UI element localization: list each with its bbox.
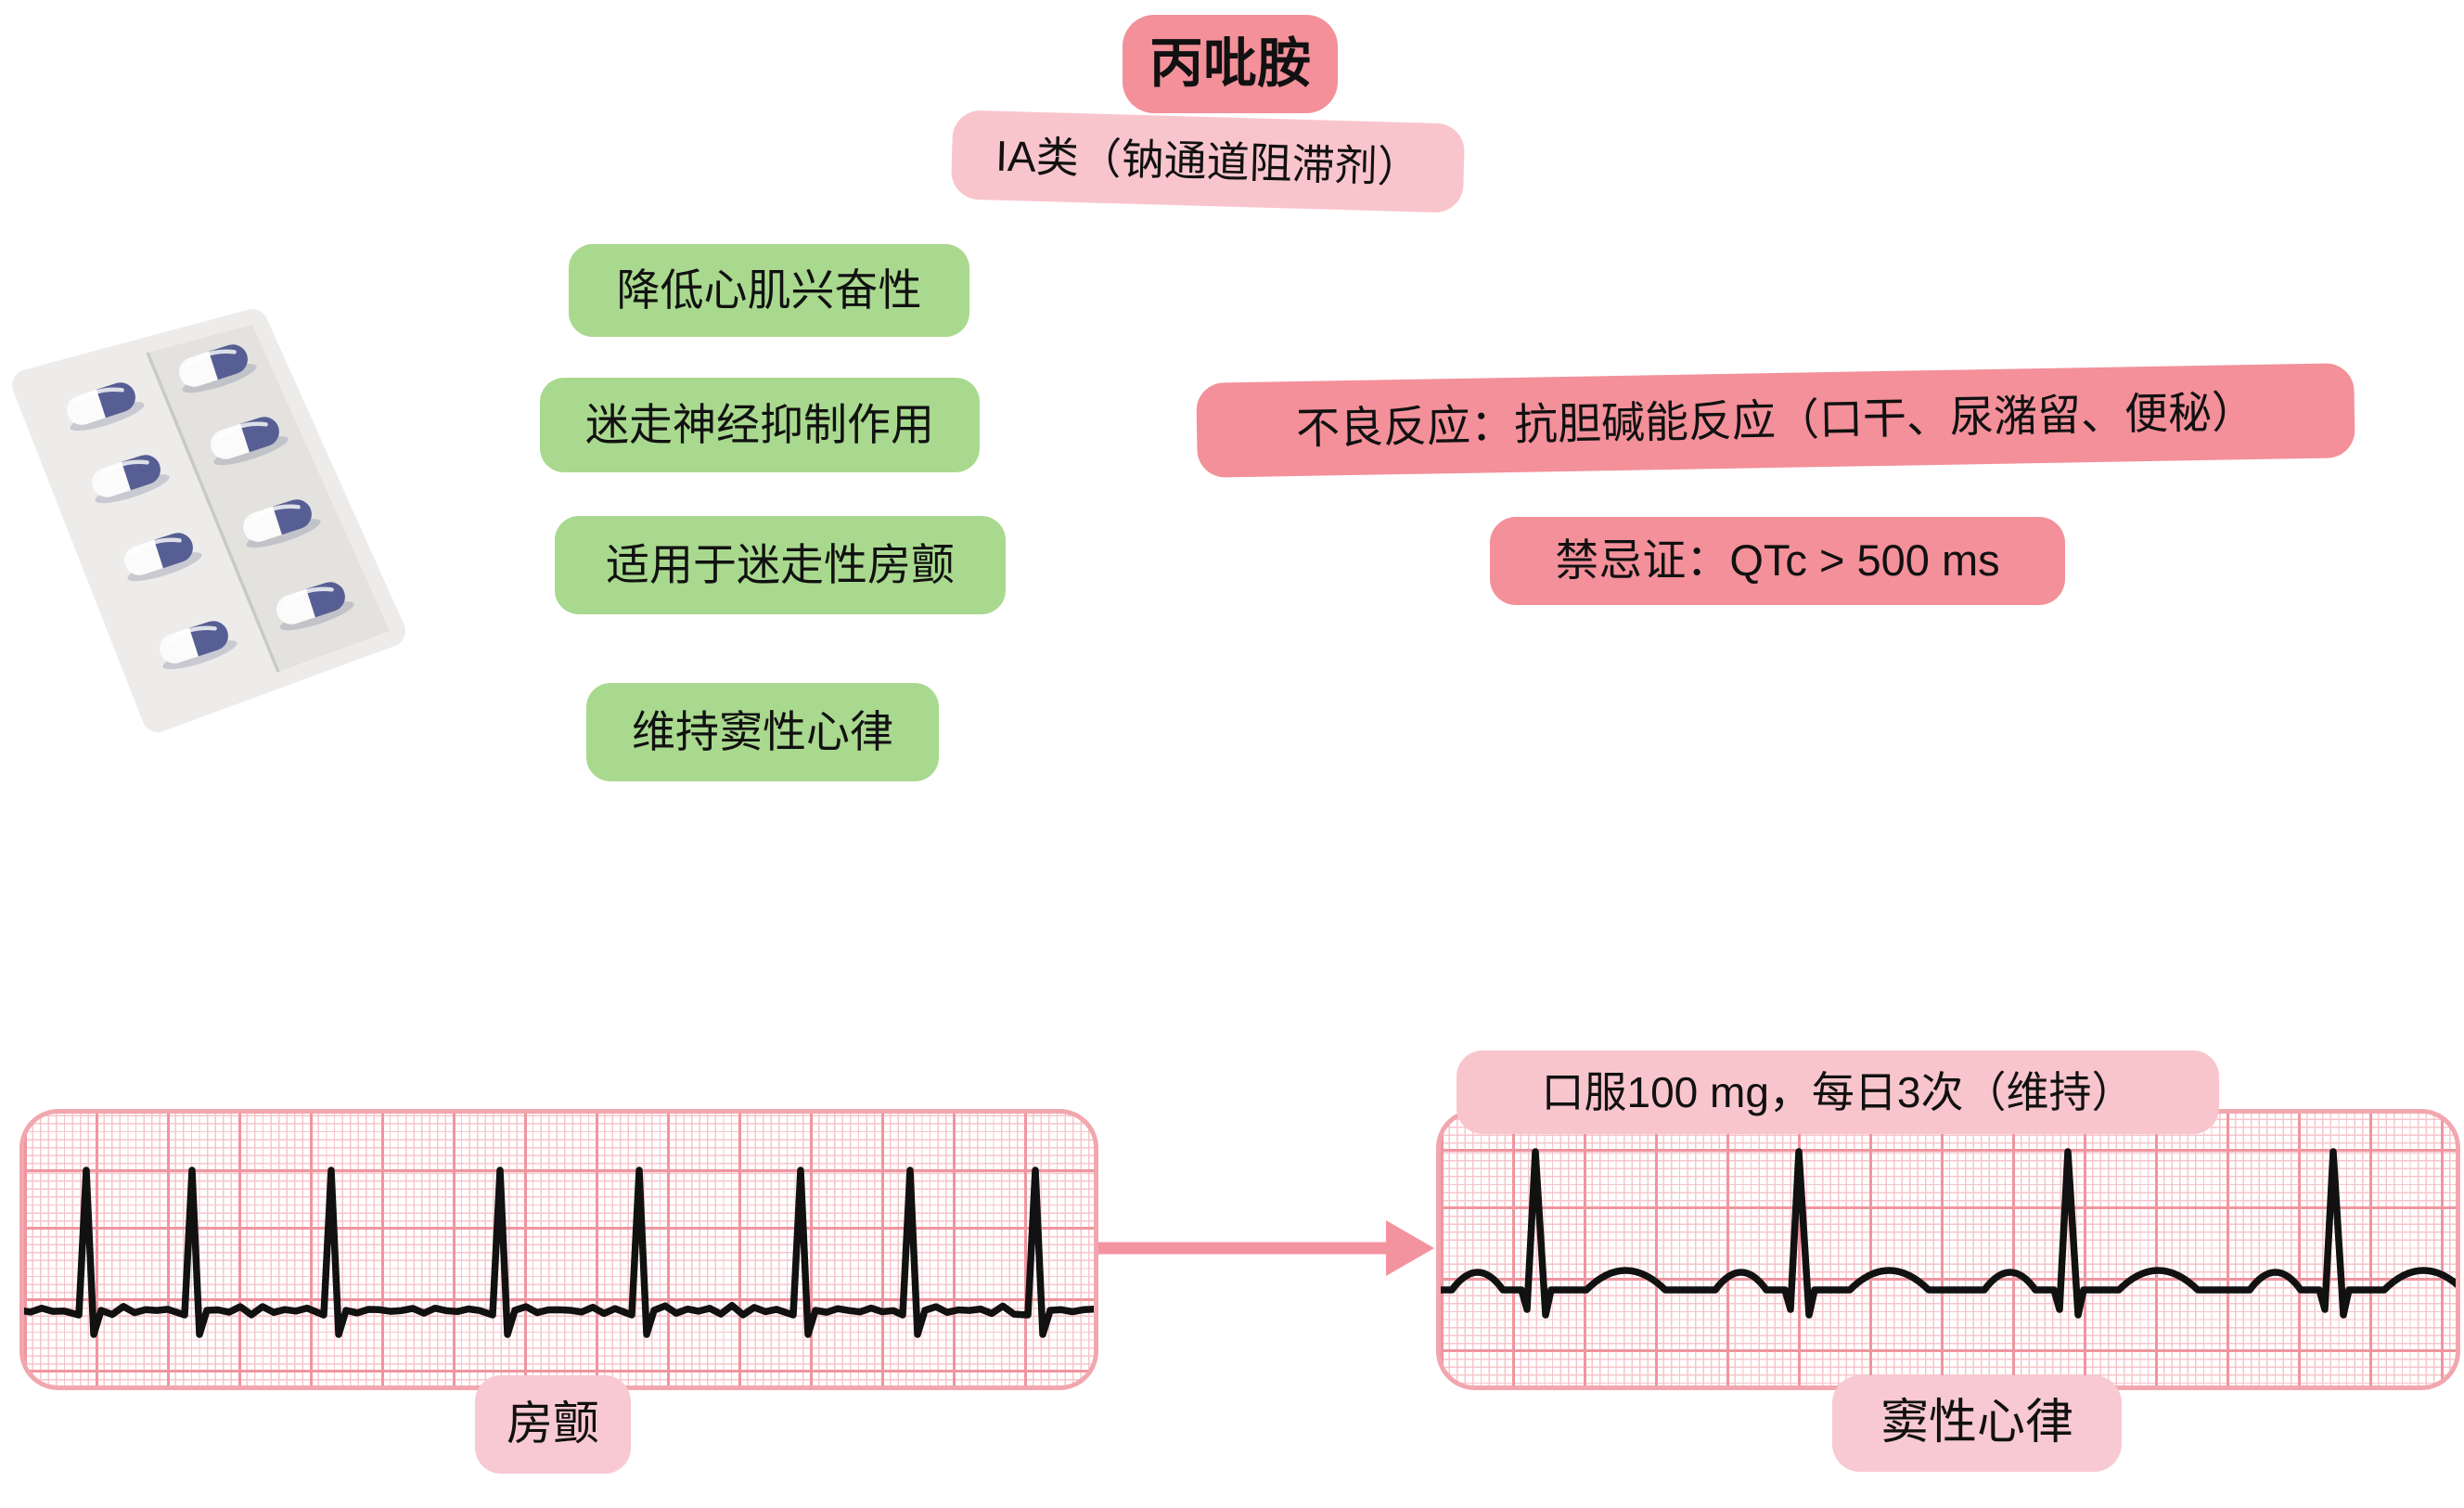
drug-title-badge: 丙吡胺 <box>1123 15 1338 113</box>
ecg-sinus-waveform <box>1441 1148 2456 1319</box>
effect-badge-vagal: 迷走神经抑制作用 <box>540 378 980 472</box>
ecg-afib-label: 房颤 <box>507 1398 599 1450</box>
effect-label: 适用于迷走性房颤 <box>606 539 955 589</box>
drug-title: 丙吡胺 <box>1149 32 1311 94</box>
dose-note-label: 口服100 mg，每日3次（维持） <box>1541 1067 2135 1116</box>
blister-pack-crease <box>146 352 280 673</box>
transition-arrow-icon <box>1098 1220 1434 1276</box>
ecg-panel-sinus <box>1436 1109 2460 1390</box>
effect-badge-excitability: 降低心肌兴奋性 <box>569 244 969 337</box>
ecg-sinus-trace <box>1441 1148 2456 1319</box>
drug-class-label: IA类（钠通道阻滞剂） <box>995 131 1421 191</box>
ecg-afib-waveform <box>24 1166 1094 1338</box>
ecg-afib-label-badge: 房颤 <box>475 1375 631 1474</box>
ecg-afib-trace <box>24 1166 1094 1338</box>
ecg-panel-afib <box>19 1109 1098 1390</box>
contraindication-badge: 禁忌证：QTc > 500 ms <box>1490 517 2065 605</box>
adverse-reaction-badge: 不良反应：抗胆碱能反应（口干、尿潴留、便秘） <box>1196 363 2355 478</box>
contraindication-label: 禁忌证：QTc > 500 ms <box>1555 535 2000 586</box>
adverse-reaction-label: 不良反应：抗胆碱能反应（口干、尿潴留、便秘） <box>1295 386 2256 453</box>
dose-note-badge: 口服100 mg，每日3次（维持） <box>1457 1050 2219 1134</box>
effect-badge-indication: 适用于迷走性房颤 <box>555 516 1006 614</box>
ecg-sinus-label: 窦性心律 <box>1880 1396 2073 1450</box>
pill-blister-pack-illustration <box>12 309 405 732</box>
effect-badge-sinus-maintenance: 维持窦性心律 <box>586 683 939 781</box>
drug-class-badge: IA类（钠通道阻滞剂） <box>950 110 1466 213</box>
ecg-sinus-label-badge: 窦性心律 <box>1832 1375 2122 1472</box>
effect-label: 迷走神经抑制作用 <box>585 399 934 449</box>
effect-label: 降低心肌兴奋性 <box>616 264 922 315</box>
effect-label: 维持窦性心律 <box>632 706 893 756</box>
